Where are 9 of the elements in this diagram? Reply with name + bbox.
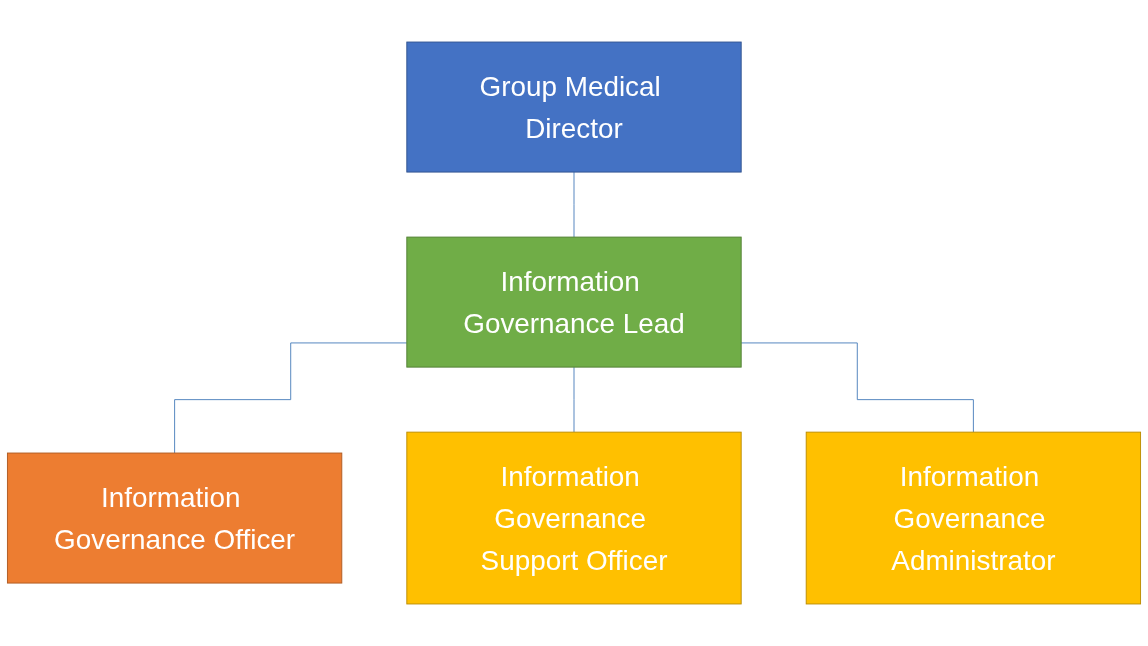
node-box: Information Governance Administrator <box>805 431 1142 605</box>
connector <box>573 171 575 238</box>
node-box: Information Governance Officer <box>6 452 343 584</box>
node-box: Information Governance Support Officer <box>406 431 742 605</box>
node-box: Group Medical Director <box>406 41 742 173</box>
node-box: Information Governance Lead <box>406 236 742 368</box>
connector <box>573 366 575 433</box>
connector <box>740 342 974 433</box>
connector <box>174 342 408 454</box>
